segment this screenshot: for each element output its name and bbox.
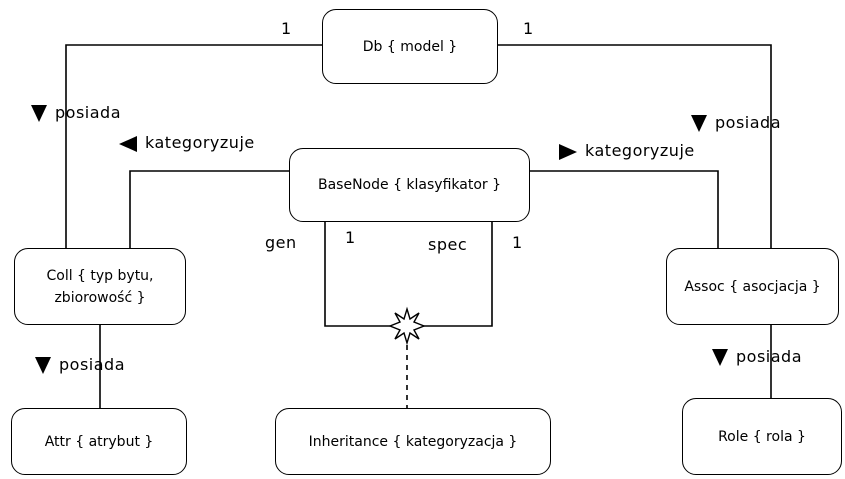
- multiplicity-gen: 1: [345, 228, 356, 247]
- multiplicity-db-left: 1: [281, 19, 292, 38]
- edge-specialization-loop: [421, 222, 493, 327]
- edge-basenode-coll: [129, 170, 289, 248]
- node-inheritance[interactable]: Inheritance { kategoryzacja }: [275, 408, 551, 475]
- label-posiada-role: posiada: [712, 347, 802, 366]
- down-triangle-icon: [35, 357, 51, 374]
- left-triangle-icon: [119, 135, 137, 152]
- node-attr[interactable]: Attr { atrybut }: [11, 408, 187, 475]
- node-role-label: Role { rola }: [718, 428, 806, 445]
- down-triangle-icon: [691, 115, 707, 132]
- label-posiada-attr: posiada: [35, 355, 125, 374]
- multiplicity-db-right: 1: [523, 19, 534, 38]
- label-posiada-coll-db: posiada: [31, 103, 121, 122]
- node-basenode[interactable]: BaseNode { klasyfikator }: [289, 148, 530, 222]
- right-triangle-icon: [559, 143, 577, 160]
- node-coll-label-line2: zbiorowość }: [54, 289, 146, 306]
- node-inheritance-label: Inheritance { kategoryzacja }: [308, 433, 518, 450]
- down-triangle-icon: [31, 105, 47, 122]
- label-gen: gen: [265, 233, 297, 252]
- down-triangle-icon: [712, 349, 728, 366]
- label-posiada-assoc-db: posiada: [691, 113, 781, 132]
- edge-db-coll: [65, 44, 322, 248]
- node-assoc-label: Assoc { asocjacja }: [684, 278, 821, 295]
- node-attr-label: Attr { atrybut }: [44, 433, 154, 450]
- edge-basenode-assoc: [530, 170, 719, 248]
- node-basenode-label: BaseNode { klasyfikator }: [317, 177, 502, 193]
- node-role[interactable]: Role { rola }: [682, 398, 842, 475]
- label-spec: spec: [428, 235, 468, 254]
- starburst-icon: [388, 306, 426, 346]
- label-kategoryzuje-assoc: kategoryzuje: [559, 141, 695, 160]
- node-coll[interactable]: Coll { typ bytu, zbiorowość }: [14, 248, 186, 325]
- label-kategoryzuje-coll: kategoryzuje: [119, 133, 255, 152]
- multiplicity-spec: 1: [512, 233, 523, 252]
- edge-db-assoc: [498, 44, 772, 248]
- node-db[interactable]: Db { model }: [322, 9, 498, 84]
- node-coll-label-line1: Coll { typ bytu,: [46, 267, 154, 284]
- node-db-label: Db { model }: [362, 38, 458, 55]
- edge-generalization-loop: [324, 222, 390, 327]
- node-assoc[interactable]: Assoc { asocjacja }: [666, 248, 839, 325]
